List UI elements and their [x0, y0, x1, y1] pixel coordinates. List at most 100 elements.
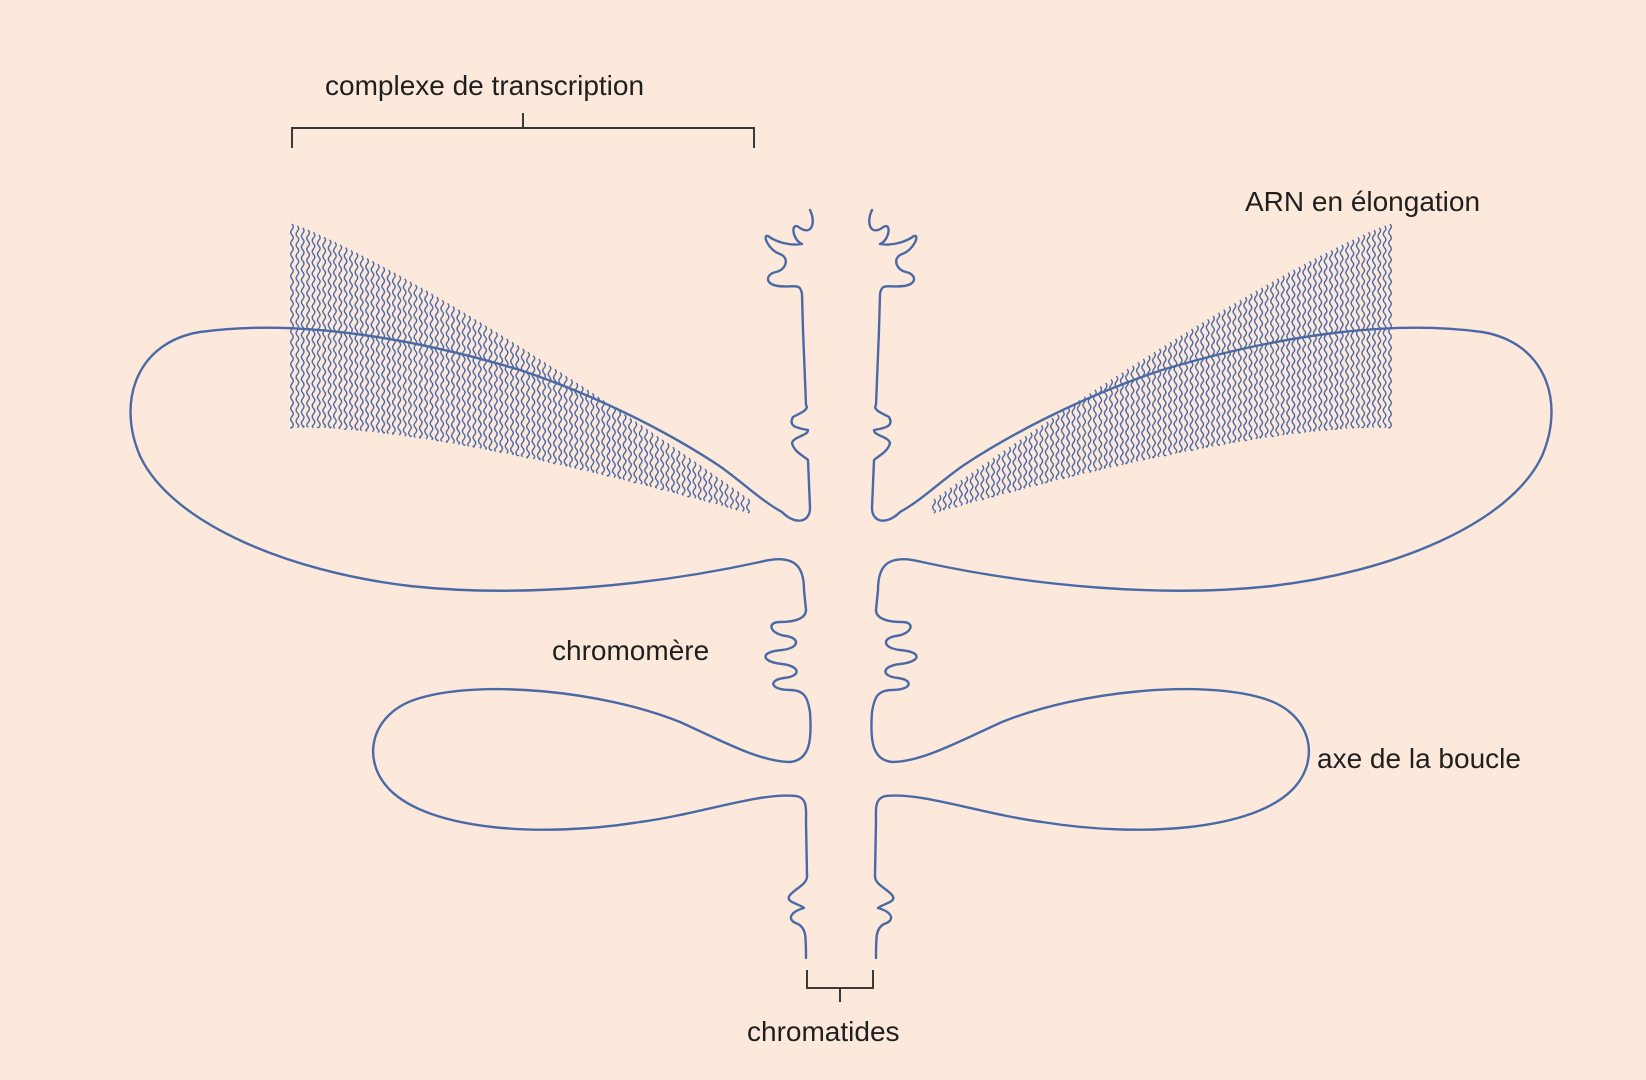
- rna-fibril: [985, 461, 990, 499]
- rna-fibril: [670, 446, 675, 494]
- label-transcription-complex: complexe de transcription: [325, 70, 645, 101]
- rna-fibril: [1044, 421, 1049, 484]
- rna-fibril: [488, 328, 493, 451]
- rna-fibril: [1264, 284, 1269, 438]
- rna-fibril: [1007, 446, 1012, 494]
- rna-fibril: [1211, 315, 1215, 447]
- rna-fibril: [1355, 236, 1360, 429]
- label-chromomere: chromomère: [552, 635, 710, 666]
- rna-fibril: [1039, 424, 1044, 485]
- right-chromatid-middle-segment: [870, 608, 1310, 877]
- rna-fibril: [654, 435, 659, 489]
- rna-fibril: [660, 439, 665, 491]
- chromatid-strands: [129, 208, 1553, 960]
- rna-fibril: [1318, 255, 1323, 432]
- rna-fibril: [1050, 417, 1054, 483]
- rna-fibril: [1216, 312, 1221, 446]
- rna-fibril: [574, 382, 579, 470]
- rna-fibril: [408, 281, 412, 438]
- rna-fibril: [719, 479, 724, 507]
- rna-fibril: [499, 335, 504, 454]
- rna-fibril: [746, 498, 750, 514]
- rna-fibril: [445, 302, 450, 444]
- rna-fibril: [1323, 252, 1328, 431]
- rna-fibril: [974, 468, 979, 502]
- rna-fibril: [729, 487, 734, 509]
- rna-fibril: [644, 428, 649, 487]
- rna-fibril: [322, 236, 327, 429]
- transcription-complex-bracket: [291, 113, 755, 148]
- rna-fibril: [692, 461, 697, 499]
- rna-fibril: [483, 325, 488, 450]
- rna-fibril: [1232, 302, 1237, 444]
- rna-fibril: [558, 372, 563, 466]
- rna-fibril: [1248, 293, 1253, 441]
- rna-fibril: [520, 348, 525, 458]
- rna-fibril: [327, 239, 332, 429]
- rna-fibril: [622, 414, 627, 481]
- rna-fibril: [687, 457, 691, 498]
- rna-fibril: [1028, 432, 1033, 488]
- rna-fibril: [638, 424, 643, 485]
- rna-fibril: [1162, 345, 1167, 457]
- rna-fibril: [569, 379, 573, 468]
- rna-fibril: [1071, 403, 1076, 477]
- rna-fibril: [1076, 400, 1081, 476]
- rna-fibril: [440, 299, 445, 443]
- rna-fibril: [375, 263, 380, 433]
- rna-fibril: [1130, 365, 1135, 464]
- rna-fibril: [316, 234, 321, 429]
- rna-fibril: [932, 498, 936, 514]
- rna-fibril: [531, 355, 536, 460]
- rna-fibril: [1082, 396, 1087, 475]
- rna-fibril: [515, 345, 520, 457]
- rna-fibril: [617, 410, 622, 480]
- rna-fibril: [510, 341, 514, 456]
- left-chromatid-bottom-segment: [787, 873, 809, 960]
- rna-fibril: [1012, 442, 1017, 492]
- rna-fibril: [980, 464, 985, 501]
- rna-fibril: [1270, 281, 1274, 438]
- rna-fibril: [413, 284, 418, 438]
- rna-fibril: [590, 392, 595, 473]
- label-loop-axis: axe de la boucle: [1317, 743, 1521, 774]
- rna-fibril: [1291, 269, 1296, 435]
- rna-fibril: [1253, 290, 1258, 440]
- rna-fibril: [526, 351, 530, 459]
- rna-fibril: [606, 403, 611, 477]
- rna-fibril: [1350, 239, 1355, 429]
- rna-fibril: [391, 272, 396, 436]
- rna-fibril: [1023, 435, 1028, 489]
- rna-fibril: [477, 322, 482, 449]
- rna-fibril: [595, 396, 600, 475]
- rna-fibril: [1280, 275, 1285, 436]
- rna-fibril: [343, 247, 348, 430]
- rna-fibril: [1114, 375, 1119, 467]
- rna-fibril: [1033, 428, 1038, 487]
- rna-fibril: [467, 315, 471, 447]
- rna-fibril: [1194, 325, 1199, 450]
- rna-fibril: [365, 258, 370, 432]
- rna-fibril: [708, 472, 713, 504]
- rna-fibril: [472, 318, 477, 448]
- rna-fibril: [311, 231, 316, 429]
- rna-fibril: [1055, 414, 1060, 481]
- rna-fibril: [1361, 234, 1366, 429]
- rna-fibril: [397, 275, 402, 436]
- rna-fibril: [1141, 358, 1146, 461]
- rna-fibril: [1066, 407, 1071, 478]
- rna-fibril: [1296, 266, 1301, 434]
- rna-fibril: [713, 476, 718, 505]
- rna-fibril: [1339, 244, 1344, 430]
- rna-fibril: [332, 241, 337, 429]
- rna-fibril: [585, 389, 590, 472]
- rna-fibril: [996, 453, 1001, 496]
- rna-fibril: [1087, 392, 1092, 473]
- rna-fibril: [1329, 249, 1333, 431]
- rna-fibril: [1200, 322, 1205, 449]
- rna-fibril: [349, 249, 353, 431]
- rna-fibril: [424, 290, 429, 440]
- rna-fibril: [290, 223, 294, 429]
